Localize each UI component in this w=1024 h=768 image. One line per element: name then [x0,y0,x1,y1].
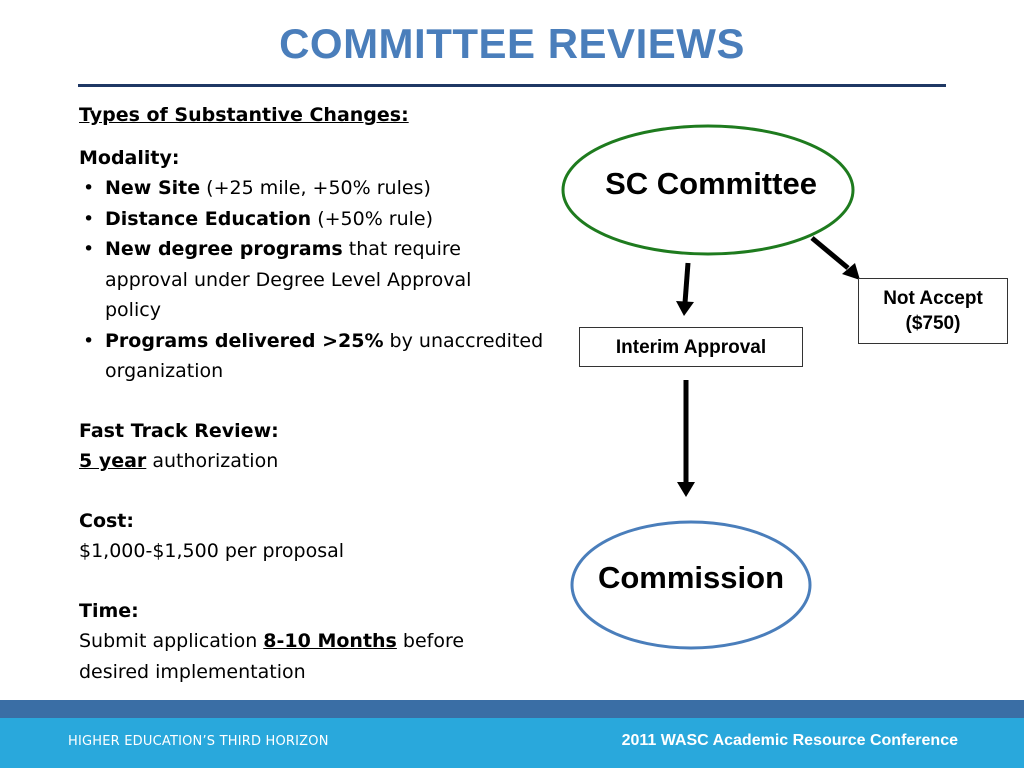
fast-track-text: authorization [146,450,279,472]
footer-band: HIGHER EDUCATION’S THIRD HORIZON 2011 WA… [0,718,1024,768]
bullet-icon: • [83,207,95,230]
list-item-text: that require approval under Degree Level… [105,238,472,321]
content-panel: Types of Substantive Changes: Modality: … [79,100,559,687]
fast-track-value: 5 year authorization [79,446,559,477]
list-item-bold: Distance Education [105,207,312,230]
footer-right-text: 2011 WASC Academic Resource Conference [621,732,958,749]
bullet-icon: • [83,177,95,199]
not-accept-fee: ($750) [905,313,961,334]
footer-accent-band [0,700,1024,718]
time-emphasis: 8-10 Months [263,630,397,652]
sc-committee-label: SC Committee [605,166,817,201]
arrow-interim-to-commission [677,380,695,497]
list-item-text: (+25 mile, +50% rules) [200,177,431,199]
list-item-bold: Programs delivered >25% [105,329,384,352]
cost-value: $1,000-$1,500 per proposal [79,540,345,562]
fast-track-emphasis: 5 year [79,450,147,472]
modality-label: Modality: [79,146,180,169]
not-accept-box: Not Accept ($750) [858,278,1008,344]
commission-label: Commission [597,560,785,595]
time-suffix: before desired implementation [79,630,465,683]
list-item-bold: New degree programs [105,238,343,260]
list-item-bold: New Site [105,177,201,199]
arrow-sc-to-not-accept [810,236,860,280]
list-item: • Distance Education (+50% rule) [79,204,559,235]
not-accept-label: Not Accept [883,288,983,309]
title-divider [78,84,946,87]
arrow-sc-to-interim [676,262,694,316]
time-value: Submit application 8-10 Months before de… [79,626,509,687]
list-item: • New Site (+25 mile, +50% rules) [79,173,559,204]
time-label: Time: [79,599,139,622]
list-item: • New degree programs that require approv… [79,234,559,326]
modality-list: • New Site (+25 mile, +50% rules) • Distan… [79,173,559,387]
slide-title: COMMITTEE REVIEWS [279,20,745,67]
footer-left-text: HIGHER EDUCATION’S THIRD HORIZON [68,734,329,749]
cost-label: Cost: [79,509,134,532]
bullet-icon: • [83,238,95,260]
list-item-text: (+50% rule) [311,207,434,230]
list-item-text: by unaccredited organization [105,329,544,383]
bullet-icon: • [83,329,95,352]
list-item: • Programs delivered >25% by unaccredited… [79,326,559,387]
fast-track-label: Fast Track Review: [79,419,279,442]
types-heading: Types of Substantive Changes: [79,104,409,126]
time-prefix: Submit application [79,630,264,652]
interim-approval-box: Interim Approval [579,327,803,367]
